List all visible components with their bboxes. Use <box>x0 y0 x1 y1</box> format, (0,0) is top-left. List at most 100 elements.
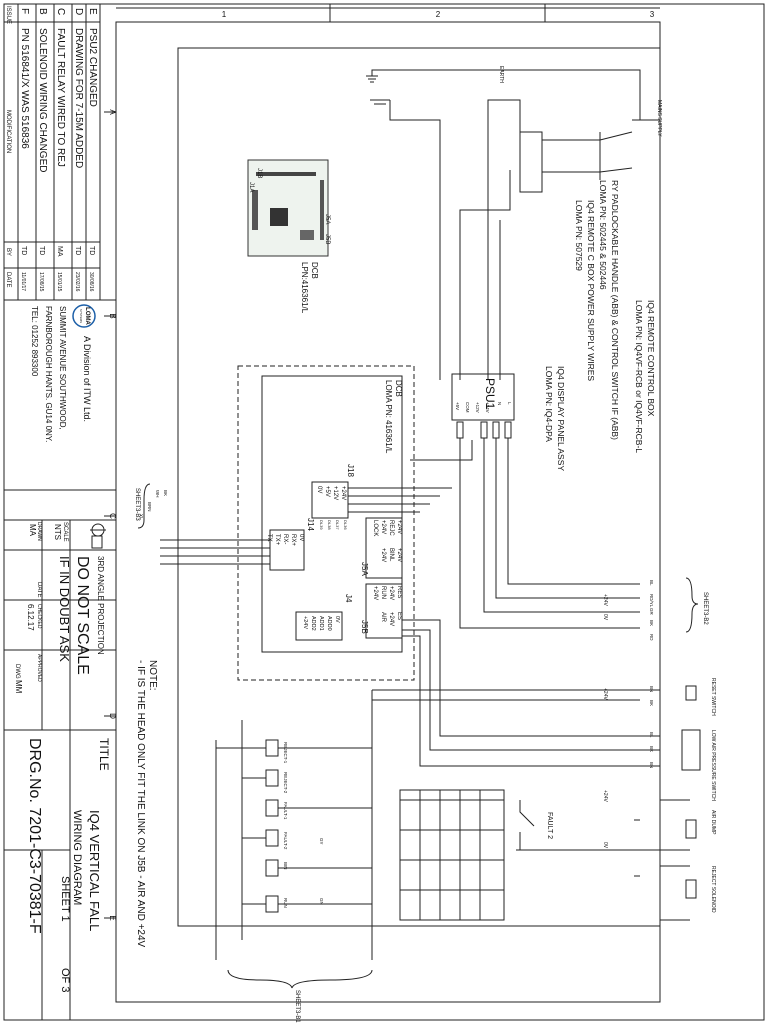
rev-by-0: TD <box>88 246 95 255</box>
handle-label: RY PADLOCKABLE HANDLE (ABB) & CONTROL SW… <box>610 180 620 440</box>
wire-bk: BK <box>649 620 654 626</box>
logo-sub: SYSTEMS <box>79 309 83 323</box>
rev-issue-1: D <box>73 8 84 15</box>
dcb-inner-name: DCB <box>394 380 403 397</box>
zero-v-label: 0V <box>602 614 608 621</box>
j14-wire-3: YL <box>139 514 144 520</box>
j4-pin-add0: ADD0 <box>326 616 332 631</box>
reset-switch-label: RESET SWITCH <box>710 678 716 716</box>
relay-fault2: FAULT-2 <box>283 832 288 850</box>
rev-header-mod: MODIFICATION <box>5 110 11 153</box>
dcb-j5b: J5B <box>324 234 330 244</box>
date-label: DATE <box>36 582 42 598</box>
rev-by-2: MA <box>56 246 63 257</box>
j14-wire-2: BRN <box>147 502 152 512</box>
wire-bl: BL <box>649 580 654 586</box>
psu-term-24v: +24V <box>485 402 490 413</box>
j14-pin-rxp: RX+ <box>290 534 296 546</box>
drawn-label: DRAWN <box>36 522 42 541</box>
rev-date-3: 17/08/15 <box>38 272 44 292</box>
rev-date-4: 11/01/17 <box>20 272 26 291</box>
rev-date-0: 30/08/16 <box>88 272 94 292</box>
note-line1: - IF IS THE HEAD ONLY FIT THE LINK ON J5… <box>135 660 146 948</box>
zone-b-label: B <box>108 313 117 318</box>
rev-mod-0: PSU2 CHANGED <box>87 28 98 107</box>
psu-term-n: N <box>497 402 502 405</box>
title-line1: IQ4 VERTICAL FALL <box>87 810 102 931</box>
j14-pin-0v: 0V <box>298 534 304 541</box>
zone-d-label: D <box>108 713 117 719</box>
sheet-ref-left: SHEET3-B3 <box>134 488 140 521</box>
sheet-ref-right: SHEET3-B2 <box>702 592 708 625</box>
dcb-name: DCB <box>310 262 319 279</box>
j5b-pin-0: RES <box>396 586 402 598</box>
psu-term-com: COM <box>465 402 470 413</box>
remote-box-labels: IQ4 REMOTE CONTROL BOX LOMA PN: IQ4VF-RC… <box>384 180 656 471</box>
j5a-pin-3: LOCK <box>372 520 378 536</box>
drawn-value: MA <box>28 524 37 537</box>
j5a-pin-1: REJC <box>388 520 394 536</box>
j5b-label: J5B <box>360 620 369 634</box>
company-info: A Division of ITW Ltd. SUMMIT AVENUE SOU… <box>30 306 92 442</box>
wire-gy: GY <box>319 838 324 845</box>
j14-label: J14 <box>306 518 315 531</box>
j4-pin-24v: +24V <box>302 616 308 629</box>
j14-wire-1: WH <box>155 490 160 498</box>
j14-pin-txm: TX- <box>266 534 272 544</box>
j4-pin-add1: ADD1 <box>318 616 324 631</box>
rev-date-1: 23/02/16 <box>74 272 80 292</box>
rev-header-by: BY <box>5 248 11 256</box>
j5b-pin-3: +24V <box>372 586 378 600</box>
j14-pin-rxm: RX- <box>282 534 288 544</box>
dcb-pn: LPN:416361/L <box>300 262 309 314</box>
reject-solenoid-label: REJECT SOLENOID <box>710 866 716 913</box>
relay-reject2: REJECT-2 <box>283 772 288 794</box>
relay-fault1: FAULT-1 <box>283 802 288 820</box>
sheet-ref-bottom: SHEET3-B1 <box>294 990 300 1023</box>
zone-a-label: A <box>108 109 117 115</box>
zone-1-label: 1 <box>222 10 227 19</box>
rev-date-2: 15/01/15 <box>56 272 62 292</box>
j18-wire-2: DL38 <box>327 520 332 530</box>
wire-gr: GR <box>649 608 654 616</box>
j5a-pin-2: +24V <box>380 520 386 534</box>
wire-bn-2: BN <box>649 762 654 768</box>
j5a-pin-4: +24V <box>396 548 402 562</box>
wire-gn: GN <box>319 898 324 905</box>
drawing-number: DRG.No. 7201-C3-70381-F <box>26 738 43 934</box>
remote-box-title: IQ4 REMOTE CONTROL BOX <box>646 300 656 417</box>
relay-reject1: REJECT-1 <box>283 742 288 764</box>
rev-by-3: TD <box>38 246 45 255</box>
rev-mod-1: DRAWING FOR 7-15M ADDED <box>73 28 84 168</box>
company-address1: SUMMIT AVENUE SOUTHWOOD, <box>58 306 67 430</box>
display-panel-title: IQ4 DISPLAY PANEL ASSY <box>556 366 566 471</box>
title-label: TITLE <box>97 738 111 771</box>
zero-v-label-2: 0V <box>602 842 608 849</box>
rev-by-4: TD <box>20 246 27 255</box>
j18-wire-1: DL37 <box>335 520 340 530</box>
company-address2: FARNBOROUGH HANTS. GU14 0NY. <box>44 306 53 442</box>
plus24v-label-2: +24V <box>602 594 608 606</box>
mains-label: MAINS SUPPLY <box>656 100 662 137</box>
outer-frame <box>4 4 764 1020</box>
air-dump-label: AIR DUMP <box>710 810 716 835</box>
revision-table: E PSU2 CHANGED TD 30/08/16 D DRAWING FOR… <box>5 6 98 292</box>
j14-pin-txp: TX+ <box>274 534 280 546</box>
remote-box-pn: LOMA PN: IQ4VF-RCB or IQ4VF-RCB-L <box>634 300 644 453</box>
j18-pin-5v: +5V <box>324 486 330 497</box>
company-division: A Division of ITW Ltd. <box>82 336 92 422</box>
j14-wire-0: BK <box>163 490 168 496</box>
note-heading: NOTE: <box>147 660 158 691</box>
plus24v-label-1: +24V <box>602 688 608 700</box>
j18-wire-0: DL36 <box>343 520 348 530</box>
j5a-pin-5: BINL <box>388 548 394 562</box>
dcb-j1a: J1A <box>248 182 254 192</box>
earth-label: EARTH <box>498 66 504 83</box>
title-line2: WIRING DIAGRAM <box>71 810 83 905</box>
plus24v-label-3: +24V <box>602 790 608 802</box>
company-tel: TEL: 01252 893300 <box>30 306 39 377</box>
scale-value: NTS <box>53 524 62 540</box>
fault2-label: FAULT 2 <box>546 812 553 839</box>
rev-header-date: DATE <box>5 272 11 288</box>
approved-label: APPROVED <box>36 654 42 682</box>
